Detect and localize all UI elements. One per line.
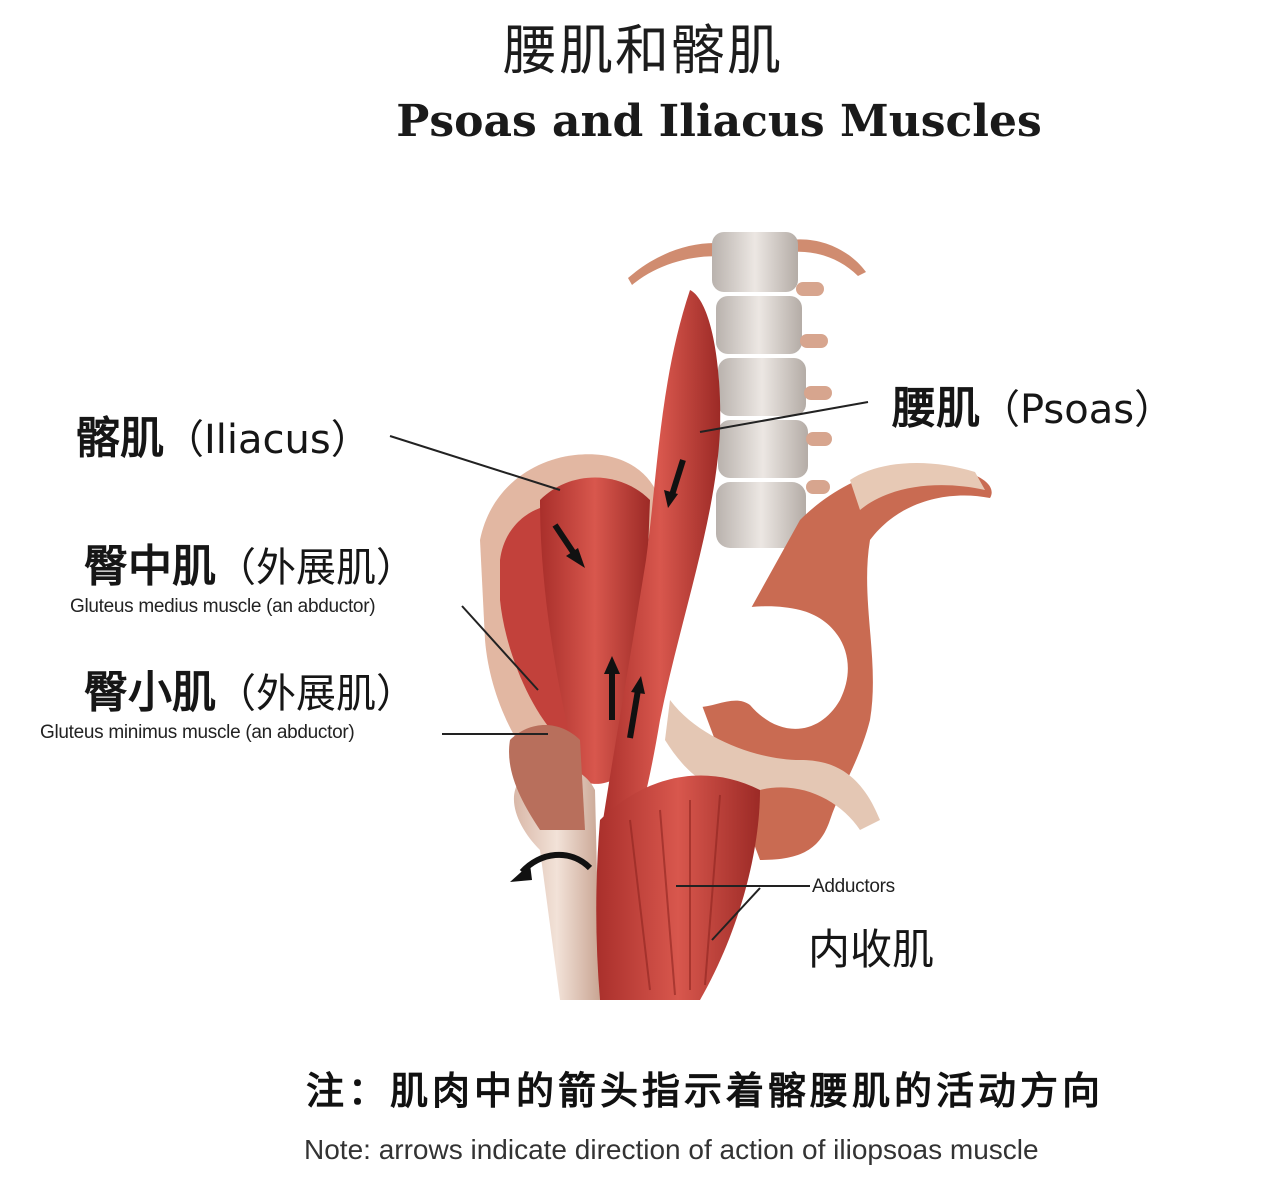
title-english: Psoas and Iliacus Muscles [396,96,1042,147]
action-arrows [552,459,686,739]
label-gluteus-medius-paren: （外展肌） [216,545,416,591]
label-gluteus-minimus-paren: （外展肌） [216,671,416,717]
label-gluteus-medius-en: Gluteus medius muscle (an abductor) [70,596,376,617]
lumbar-spine [712,232,832,548]
label-psoas-en: （Psoas） [980,387,1175,433]
obturator-foramen [663,606,848,729]
label-adductors-en: Adductors [812,876,895,897]
note-english: Note: arrows indicate direction of actio… [304,1134,1039,1165]
adductor-fibers [629,794,721,996]
label-iliacus-en: （Iliacus） [164,417,371,463]
pointer-lines [389,401,869,941]
label-iliacus: 髂肌（Iliacus） [76,402,371,466]
rib-left [628,243,735,285]
title-chinese: 腰肌和髂肌 [503,19,783,82]
psoas-shape [600,290,721,850]
label-gluteus-minimus-cn: 臀小肌 [84,667,216,718]
pelvis-right-crest [850,462,985,510]
note-chinese: 注：肌肉中的箭头指示着髂腰肌的活动方向 [306,1069,1105,1113]
label-gluteus-medius: 臀中肌（外展肌） [84,530,416,594]
label-gluteus-medius-cn: 臀中肌 [84,541,216,592]
label-adductors-cn: 内收肌 [808,925,935,974]
label-gluteus-minimus-en: Gluteus minimus muscle (an abductor) [40,722,355,743]
label-gluteus-minimus: 臀小肌（外展肌） [84,656,416,720]
pubic-bone [665,700,880,830]
rotation-arrowhead [510,864,532,882]
label-psoas: 腰肌（Psoas） [892,372,1174,436]
label-iliacus-cn: 髂肌 [76,413,164,464]
gluteus-minimus-shape [509,725,585,830]
rib-right [790,239,866,276]
label-psoas-cn: 腰肌 [892,383,980,434]
adductors-shape [596,775,760,1000]
